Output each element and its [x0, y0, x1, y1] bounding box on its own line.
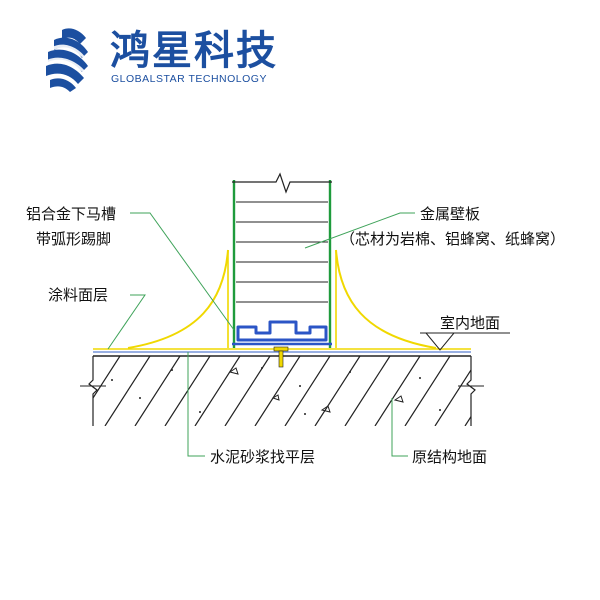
indoor-floor-marker	[420, 332, 510, 351]
structural-slab	[80, 356, 484, 426]
label-skirting-line2: 带弧形踢脚	[36, 230, 111, 248]
brand-name-en: GLOBALSTAR TECHNOLOGY	[111, 73, 267, 85]
metal-wall-panel	[232, 172, 332, 348]
label-structural-floor: 原结构地面	[412, 448, 487, 466]
fixing-screw	[273, 346, 289, 368]
label-skirting-line1: 铝合金下马槽	[26, 205, 116, 223]
label-coating: 涂料面层	[48, 286, 108, 304]
label-indoor-floor: 室内地面	[440, 314, 500, 332]
label-panel-line1: 金属壁板	[420, 205, 480, 223]
label-panel-line2: （芯材为岩棉、铝蜂窝、纸蜂窝）	[340, 230, 565, 248]
wave-stripes-logo	[46, 28, 88, 92]
label-leveling-layer: 水泥砂浆找平层	[210, 448, 315, 466]
brand-name-cn: 鸿星科技	[110, 28, 278, 74]
aluminum-base-channel	[232, 320, 332, 346]
curved-skirting	[127, 249, 437, 349]
leader-lines	[107, 212, 415, 457]
